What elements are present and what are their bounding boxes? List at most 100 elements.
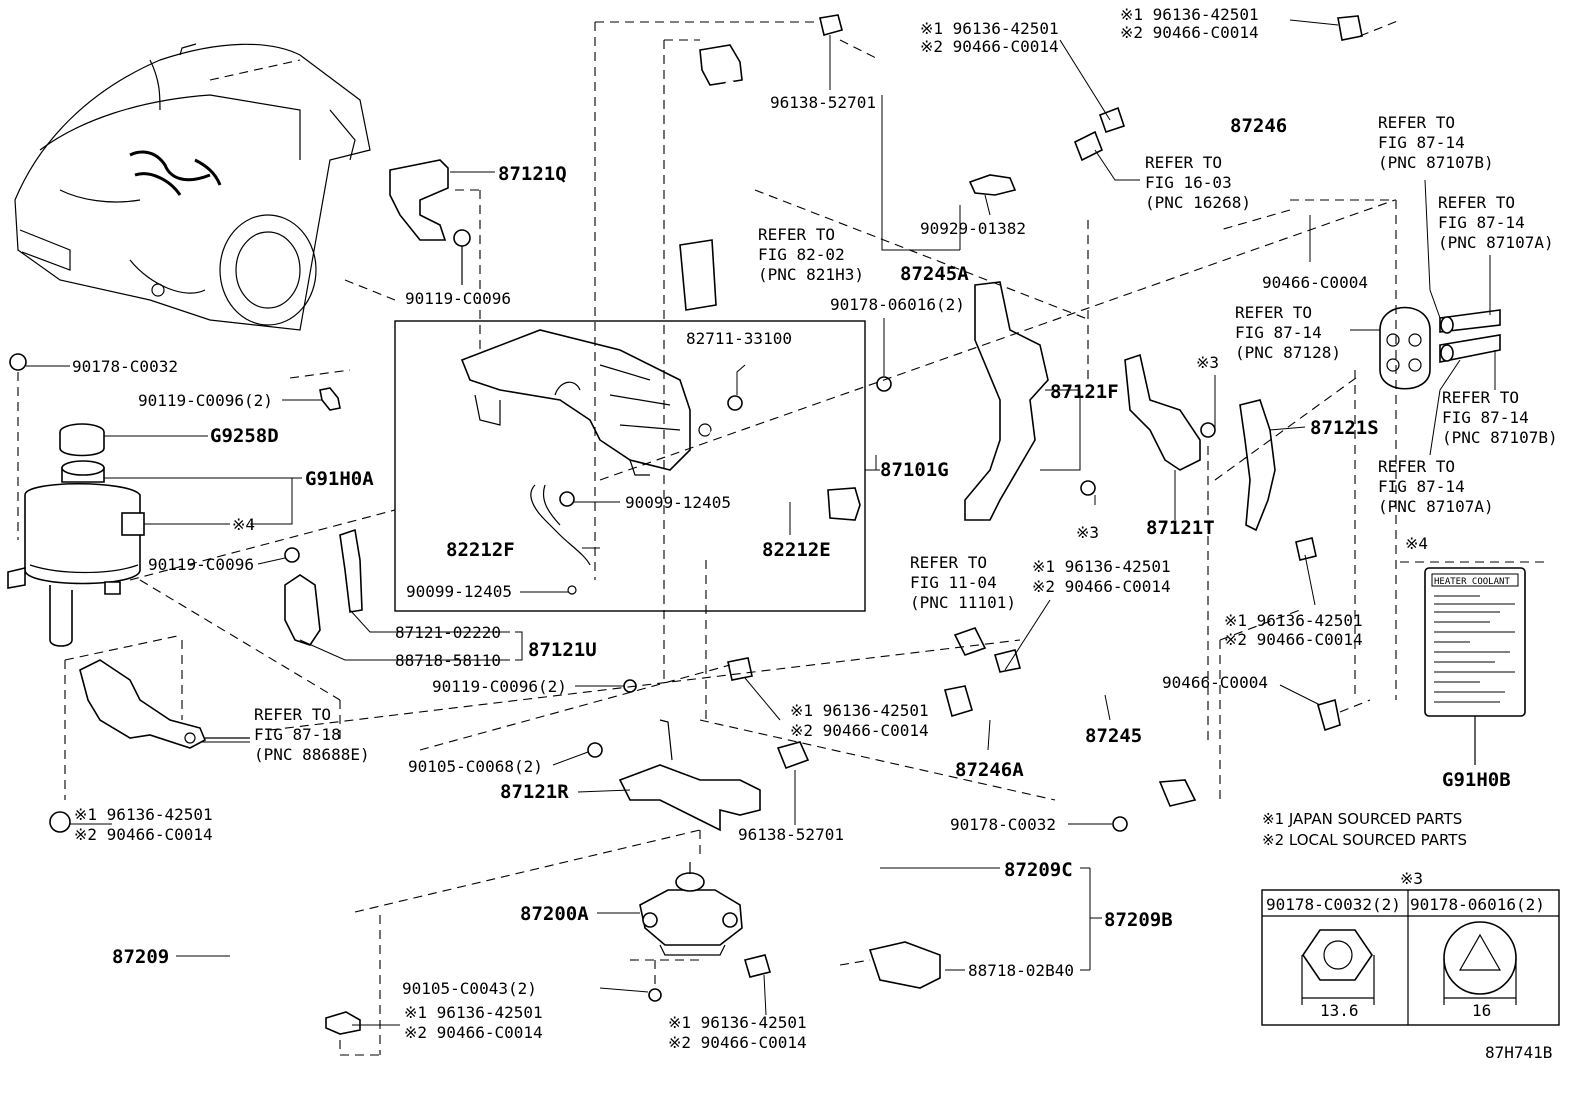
refer-line: REFER TO	[1235, 303, 1312, 322]
refer-87-14-a: REFER TO FIG 87-14 (PNC 87107B)	[1378, 113, 1494, 172]
label-90119-c0096-2-b: 90119-C0096(2)	[432, 677, 567, 696]
label-90119-c0096: 90119-C0096	[405, 289, 511, 308]
label-note4: ※4	[232, 515, 255, 534]
label-90105-c0068-2: 90105-C0068(2)	[408, 757, 543, 776]
refer-line: (PNC 87107A)	[1438, 233, 1554, 252]
label-87209c: 87209C	[1004, 859, 1073, 881]
reservoir-assembly	[7, 353, 145, 647]
bracket-87121u	[284, 369, 363, 646]
bracket-87121r	[587, 679, 761, 832]
label-87121q: 87121Q	[498, 163, 567, 185]
label-90929-01382: 90929-01382	[920, 219, 1026, 238]
label-87121s: 87121S	[1310, 417, 1379, 439]
clamp-label: ※1 96136-42501	[668, 1013, 807, 1032]
legend-note-2: ※2 LOCAL SOURCED PARTS	[1262, 831, 1467, 849]
label-90466-c0004: 90466-C0004	[1262, 273, 1368, 292]
label-90178-c0032: 90178-C0032	[72, 357, 178, 376]
refer-line: REFER TO	[254, 705, 331, 724]
label-87245: 87245	[1085, 725, 1142, 747]
label-87121r: 87121R	[500, 781, 569, 803]
refer-line: FIG 16-03	[1145, 173, 1232, 192]
label-g91h0a: G91H0A	[305, 468, 374, 490]
label-82212e: 82212E	[762, 539, 831, 561]
hose-87209c	[727, 657, 941, 1040]
label-note3-a: ※3	[1196, 353, 1219, 372]
label-87209b: 87209B	[1104, 909, 1173, 931]
refer-87-14-e: REFER TO FIG 87-14 (PNC 87107A)	[1378, 457, 1494, 516]
label-87246a: 87246A	[955, 759, 1024, 781]
label-note4-b: ※4	[1405, 534, 1428, 553]
refer-line: REFER TO	[1145, 153, 1222, 172]
nut-size-13-6: 13.6	[1320, 1001, 1359, 1020]
hose-87245	[1059, 537, 1317, 716]
refer-line: (PNC 821H3)	[758, 265, 864, 284]
label-88718-02b40: 88718-02B40	[968, 961, 1074, 980]
refer-line: REFER TO	[1378, 457, 1455, 476]
refer-87-14-b: REFER TO FIG 87-14 (PNC 87107A)	[1438, 193, 1554, 252]
refer-line: REFER TO	[910, 553, 987, 572]
label-87209: 87209	[112, 946, 169, 968]
vehicle-illustration	[14, 43, 371, 331]
refer-line: (PNC 88688E)	[254, 745, 370, 764]
nut-table-col2-header: 90178-06016(2)	[1410, 895, 1545, 914]
label-87121u: 87121U	[528, 639, 597, 661]
nut-table-marker: ※3	[1400, 869, 1423, 888]
label-82711-33100: 82711-33100	[686, 329, 792, 348]
refer-87-14-c: REFER TO FIG 87-14 (PNC 87128)	[1235, 303, 1341, 362]
clamp-label: ※2 90466-C0014	[790, 721, 929, 740]
clamp-label: ※1 96136-42501	[1224, 611, 1363, 630]
refer-line: FIG 87-14	[1378, 133, 1465, 152]
legend-note-1: ※1 JAPAN SOURCED PARTS	[1262, 810, 1462, 828]
label-96138-52701: 96138-52701	[770, 93, 876, 112]
clamp-label: ※2 90466-C0014	[668, 1033, 807, 1052]
refer-11-04: REFER TO FIG 11-04 (PNC 11101)	[910, 553, 1016, 612]
label-note3-b: ※3	[1076, 523, 1099, 542]
label-87245a: 87245A	[900, 263, 969, 285]
nut-table-text: ※3 90178-C0032(2) 90178-06016(2) 13.6 16	[1266, 869, 1545, 1020]
nut-table-col1-header: 90178-C0032(2)	[1266, 895, 1401, 914]
clamp-labels: ※1 96136-42501 ※2 90466-C0014 ※1 96136-4…	[74, 5, 1363, 1052]
refer-line: (PNC 87107B)	[1442, 428, 1558, 447]
hose-87245a	[870, 55, 1225, 314]
refer-line: (PNC 16268)	[1145, 193, 1251, 212]
label-90178-c0032-b: 90178-C0032	[950, 815, 1056, 834]
bracket-87-18	[64, 634, 250, 800]
refer-line: FIG 87-14	[1378, 477, 1465, 496]
diagram-id: 87H741B	[1485, 1043, 1552, 1062]
hose-87246	[1073, 15, 1401, 162]
label-90105-c0043-2: 90105-C0043(2)	[402, 979, 537, 998]
refer-line: FIG 11-04	[910, 573, 997, 592]
label-87121-02220: 87121-02220	[395, 623, 501, 642]
connector-87128	[1290, 199, 1501, 700]
label-90099-12405: 90099-12405	[625, 493, 731, 512]
clamp-label: ※1 96136-42501	[1120, 5, 1259, 24]
label-87246: 87246	[1230, 115, 1287, 137]
refer-line: (PNC 87107A)	[1378, 497, 1494, 516]
refer-line: FIG 82-02	[758, 245, 845, 264]
water-pump-87200a	[639, 862, 772, 1002]
label-card-g91h0b	[1400, 561, 1545, 765]
nut-size-16: 16	[1472, 1001, 1491, 1020]
clamp-label: ※2 90466-C0014	[1032, 577, 1171, 596]
bracket-87121q	[389, 159, 481, 380]
wire-harness	[663, 14, 843, 680]
label-87101g: 87101G	[880, 459, 949, 481]
hose-87246a	[765, 440, 1371, 832]
refer-87-14-d: REFER TO FIG 87-14 (PNC 87107B)	[1442, 388, 1558, 447]
refer-line: REFER TO	[1438, 193, 1515, 212]
label-88718-58110: 88718-58110	[395, 651, 501, 670]
clamp-label: ※1 96136-42501	[790, 701, 929, 720]
refer-line: FIG 87-18	[254, 725, 341, 744]
label-87121f: 87121F	[1050, 381, 1119, 403]
label-82212f: 82212F	[446, 539, 515, 561]
label-g9258d: G9258D	[210, 425, 279, 447]
refer-line: (PNC 87128)	[1235, 343, 1341, 362]
clamp-label: ※2 90466-C0014	[1120, 23, 1259, 42]
clamp-label: ※2 90466-C0014	[1224, 630, 1363, 649]
clamp-label: ※2 90466-C0014	[920, 37, 1059, 56]
label-90119-c0096-2: 90119-C0096(2)	[138, 391, 273, 410]
refer-16-03: REFER TO FIG 16-03 (PNC 16268)	[1145, 153, 1251, 212]
refer-line: (PNC 87107B)	[1378, 153, 1494, 172]
leader-lines	[26, 19, 1496, 1026]
